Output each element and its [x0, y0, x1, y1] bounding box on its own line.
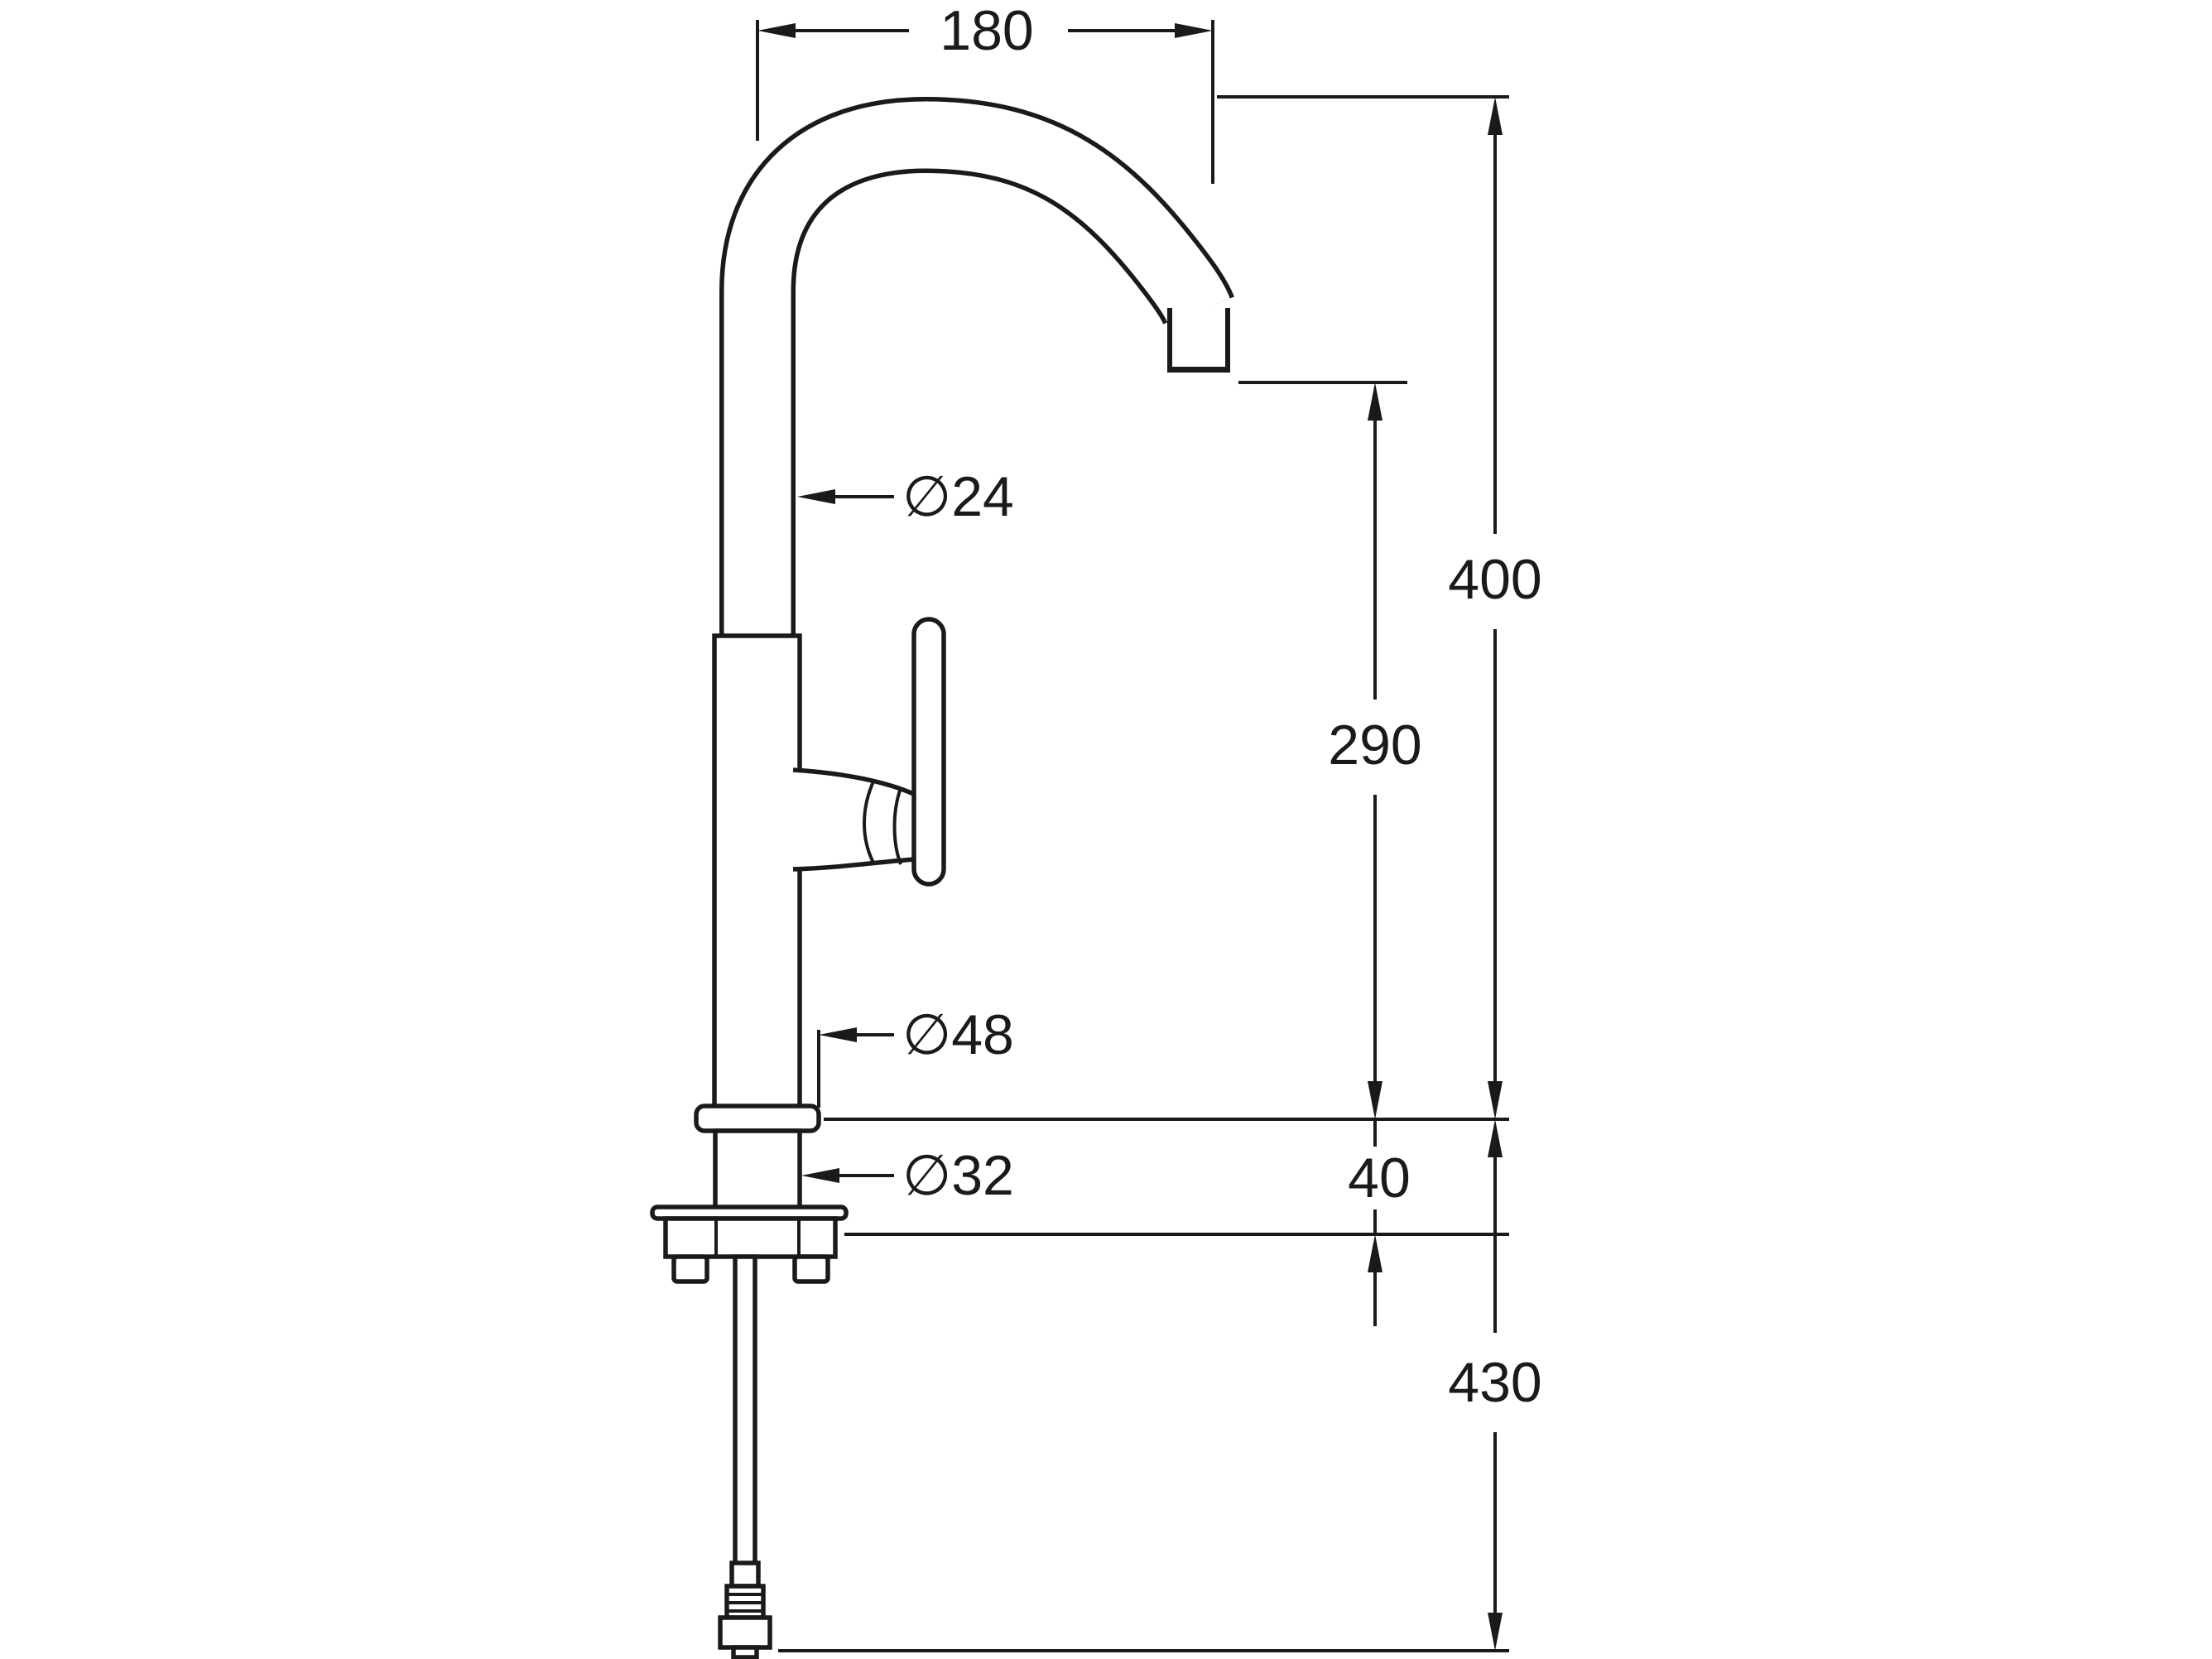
dimension-spout-reach: 180 — [756, 0, 1214, 184]
dimension-label-290: 290 — [1328, 714, 1421, 777]
arrowhead-top — [1368, 382, 1382, 421]
handle-flange — [911, 617, 946, 887]
connector-tip — [731, 1645, 759, 1659]
arrowhead-left — [757, 23, 796, 38]
arrowhead-bottom — [1368, 1081, 1382, 1119]
dimension-label-400: 400 — [1448, 548, 1541, 611]
hose-connector — [718, 1560, 772, 1659]
arrowhead-d48 — [819, 1027, 857, 1042]
riser-body — [712, 633, 802, 1117]
dimension-outlet-height: 290 — [1238, 381, 1422, 1119]
arrowhead-right — [1175, 23, 1213, 38]
supply-pipe — [733, 1254, 757, 1567]
arrowhead-top — [1488, 1119, 1503, 1157]
dimension-below-deck: 430 — [1448, 1119, 1542, 1651]
callout-spout-diameter: ∅24 — [797, 465, 1014, 528]
dimension-clamp-range: 40 — [1348, 1119, 1411, 1326]
connector-ferrule — [729, 1560, 761, 1589]
diameter-label-24: ∅24 — [902, 465, 1014, 528]
connector-nut — [718, 1615, 772, 1650]
dimension-label-430: 430 — [1448, 1351, 1541, 1414]
arrowhead-d32 — [801, 1168, 839, 1183]
clamp-screw-left — [671, 1254, 709, 1284]
spout-tube — [719, 96, 1234, 1116]
base-flange — [694, 1104, 821, 1133]
arrowhead-up — [1368, 1234, 1382, 1272]
diameter-label-32: ∅32 — [902, 1144, 1014, 1207]
lever-joint-line — [863, 779, 876, 865]
mounting-clamp — [663, 1216, 838, 1259]
dimension-overall-height: 400 — [1217, 95, 1542, 1119]
diameter-label-48: ∅48 — [902, 1003, 1014, 1066]
callout-shank-diameter: ∅32 — [801, 1144, 1014, 1207]
arrowhead-bottom — [1488, 1081, 1503, 1119]
arrowhead-top — [1488, 97, 1503, 135]
dimension-label-180: 180 — [940, 0, 1033, 62]
dimension-label-40: 40 — [1348, 1147, 1411, 1209]
clamp-screw-right — [792, 1254, 830, 1284]
lever-joint-line-2 — [892, 787, 902, 865]
handle-lever — [792, 767, 919, 872]
mounting-shank — [713, 1128, 802, 1213]
arrowhead-bottom — [1488, 1613, 1503, 1651]
callout-flange-diameter: ∅48 — [817, 1003, 1014, 1108]
arrowhead-d24 — [797, 489, 835, 504]
